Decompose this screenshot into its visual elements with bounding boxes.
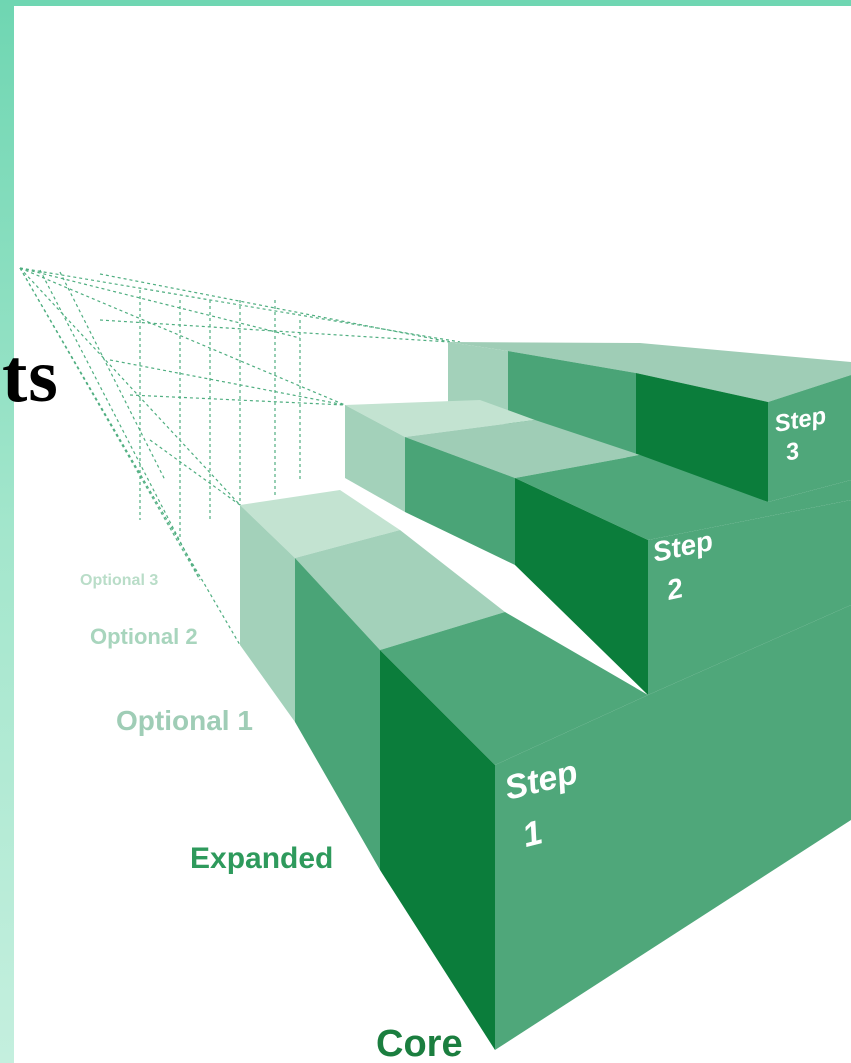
left-accent-bar: [0, 0, 14, 1063]
step1-face-expanded: [295, 558, 380, 870]
step3-number: 3: [783, 437, 801, 466]
step2-top-core: [515, 455, 851, 540]
step2-face-expanded: [405, 437, 515, 565]
step1-top-optional: [240, 490, 400, 558]
tier-label-optional-1: Optional 1: [116, 705, 253, 736]
step2-face-core: [515, 478, 648, 695]
step1-top-core: [380, 612, 648, 765]
tier-label-optional-2: Optional 2: [90, 624, 198, 649]
step2-face-optional: [345, 405, 405, 512]
tier-label-optional-3: Optional 3: [80, 572, 158, 589]
step2-side: [648, 500, 851, 695]
step2-top: [405, 420, 640, 478]
tier-label-expanded: Expanded: [190, 842, 333, 875]
tier-label-core: Core: [376, 1023, 463, 1063]
slide-title-fragment: ts: [2, 334, 59, 418]
dashed-guides: [19, 267, 461, 646]
step1-side: [495, 605, 851, 1050]
step3-top: [448, 342, 851, 402]
step3-side: [768, 375, 851, 502]
top-accent-bar: [0, 0, 851, 6]
step2-number: 2: [663, 572, 686, 606]
step1-face-core: [380, 650, 495, 1050]
step1-face-optional: [240, 505, 295, 722]
step1-top-expanded: [295, 530, 505, 650]
step2-top-optional: [345, 400, 535, 437]
